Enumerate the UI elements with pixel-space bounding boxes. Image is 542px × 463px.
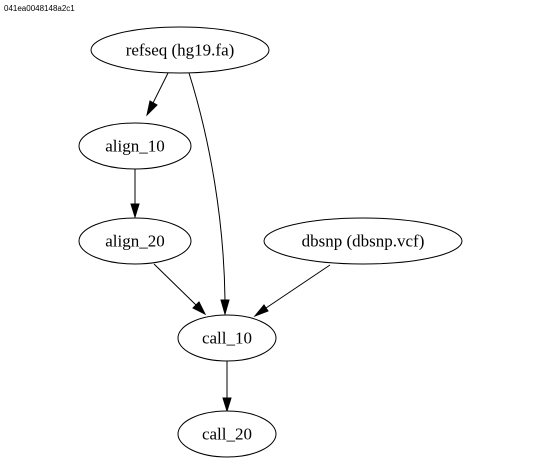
edges-layer [130,72,331,413]
node-label-align_20: align_20 [105,232,165,251]
node-align_10[interactable]: align_10 [78,122,192,170]
node-align_20[interactable]: align_20 [78,217,192,265]
node-dbsnp[interactable]: dbsnp (dbsnp.vcf) [263,217,463,265]
edge-align_20-call_10 [153,263,207,316]
node-call_20[interactable]: call_20 [177,410,277,458]
node-call_10[interactable]: call_10 [177,314,277,362]
node-label-call_20: call_20 [202,425,252,444]
node-label-call_10: call_10 [202,329,252,348]
graph-id-label: 041ea0048148a2c1 [4,4,75,13]
node-label-refseq: refseq (hg19.fa) [126,41,235,60]
edge-refseq-call_10 [188,72,230,316]
node-refseq[interactable]: refseq (hg19.fa) [90,26,270,74]
edge-dbsnp-call_10 [253,264,331,318]
edge-call_10-call_20 [222,361,232,413]
nodes-layer: refseq (hg19.fa) align_10 align_20 dbsnp… [78,26,463,458]
node-label-dbsnp: dbsnp (dbsnp.vcf) [302,232,425,251]
node-label-align_10: align_10 [105,137,165,156]
edge-refseq-align_10 [146,72,169,117]
edge-align_10-align_20 [130,169,140,219]
